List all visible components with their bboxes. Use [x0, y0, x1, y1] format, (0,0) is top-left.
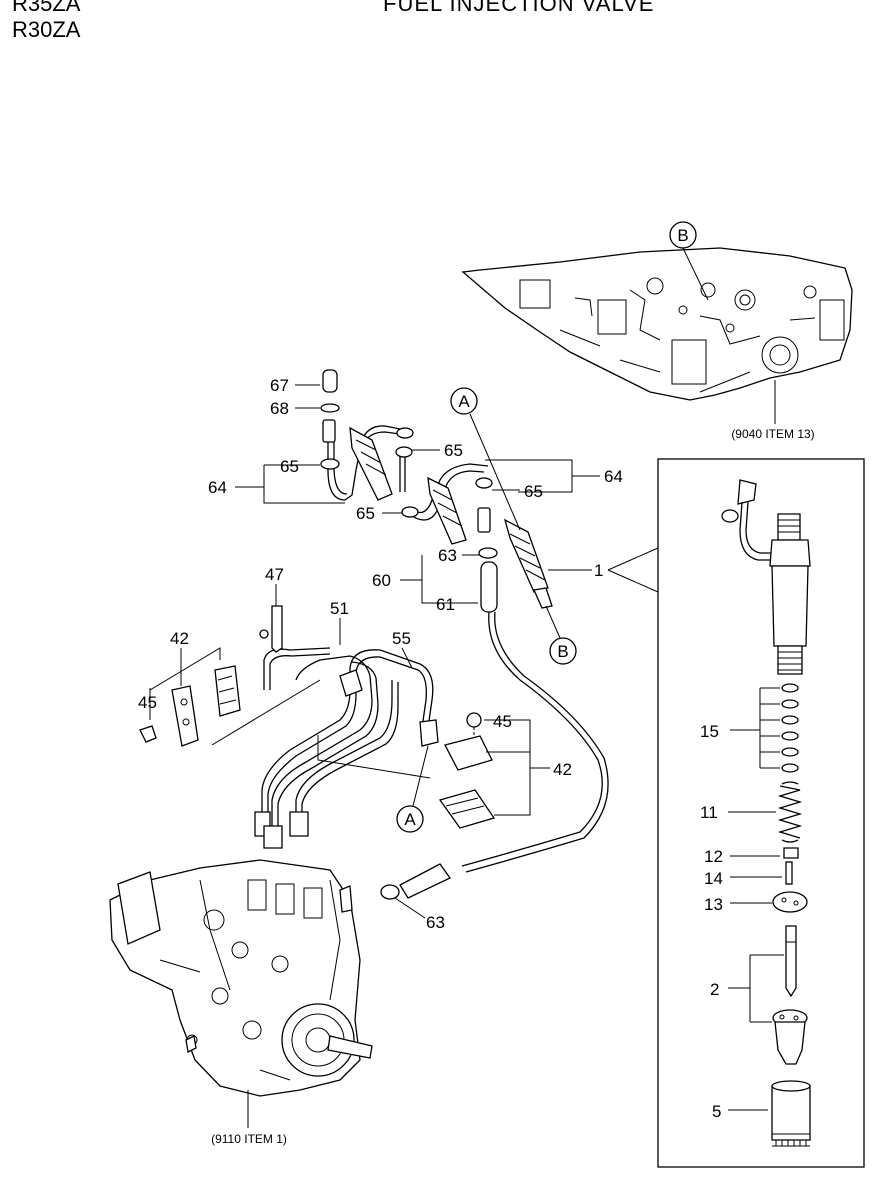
- label-61: 61: [436, 595, 455, 614]
- cylinder-head-illustration: [461, 247, 853, 401]
- label-1: 1: [594, 561, 603, 580]
- label-67: 67: [270, 376, 289, 395]
- label-63-bottom: 63: [426, 913, 445, 932]
- model-line-2: R30ZA: [12, 17, 81, 42]
- label-64-right: 64: [604, 467, 623, 486]
- shims-illustration: [781, 683, 799, 773]
- ref-cylinder-head: (9040 ITEM 13): [731, 427, 814, 441]
- ref-injection-pump: (9110 ITEM 1): [211, 1132, 287, 1146]
- page-title: FUEL INJECTION VALVE: [383, 0, 655, 16]
- label-65-a: 65: [280, 457, 299, 476]
- left-clamp-illustration: [139, 665, 241, 747]
- label-47: 47: [265, 565, 284, 584]
- nozzle-holder-illustration: [721, 479, 811, 675]
- label-65-b: 65: [444, 441, 463, 460]
- right-clamp-illustration: [438, 712, 496, 829]
- label-60: 60: [372, 571, 391, 590]
- label-64-left: 64: [208, 478, 227, 497]
- label-5: 5: [712, 1102, 721, 1121]
- model-line-1: R35ZA: [12, 0, 81, 16]
- label-2: 2: [710, 980, 719, 999]
- label-55: 55: [392, 629, 411, 648]
- injection-pipes-illustration: [254, 647, 439, 849]
- label-12: 12: [704, 847, 723, 866]
- leak-off-pipes-illustration: [320, 369, 553, 613]
- label-13: 13: [704, 895, 723, 914]
- callout-b-nozzle: B: [557, 642, 568, 661]
- label-14: 14: [704, 869, 723, 888]
- nozzle-detail-box: [657, 458, 865, 1168]
- label-65-c: 65: [524, 482, 543, 501]
- label-65-d: 65: [356, 504, 375, 523]
- nozzle-nut-illustration: [771, 1080, 811, 1147]
- label-45-left: 45: [138, 693, 157, 712]
- callout-a-nozzle: A: [458, 392, 470, 411]
- label-68: 68: [270, 399, 289, 418]
- label-42-left: 42: [170, 629, 189, 648]
- label-42-right: 42: [553, 760, 572, 779]
- injection-pump-illustration: [109, 859, 373, 1097]
- label-63-top: 63: [438, 546, 457, 565]
- callout-b-cylinder-head: B: [677, 226, 688, 245]
- label-15: 15: [700, 722, 719, 741]
- callout-a-pipe: A: [404, 810, 416, 829]
- label-51: 51: [330, 599, 349, 618]
- nozzle-illustration: [772, 925, 808, 1065]
- label-45-right: 45: [493, 712, 512, 731]
- label-11: 11: [700, 803, 718, 822]
- spring-illustration: [777, 781, 803, 843]
